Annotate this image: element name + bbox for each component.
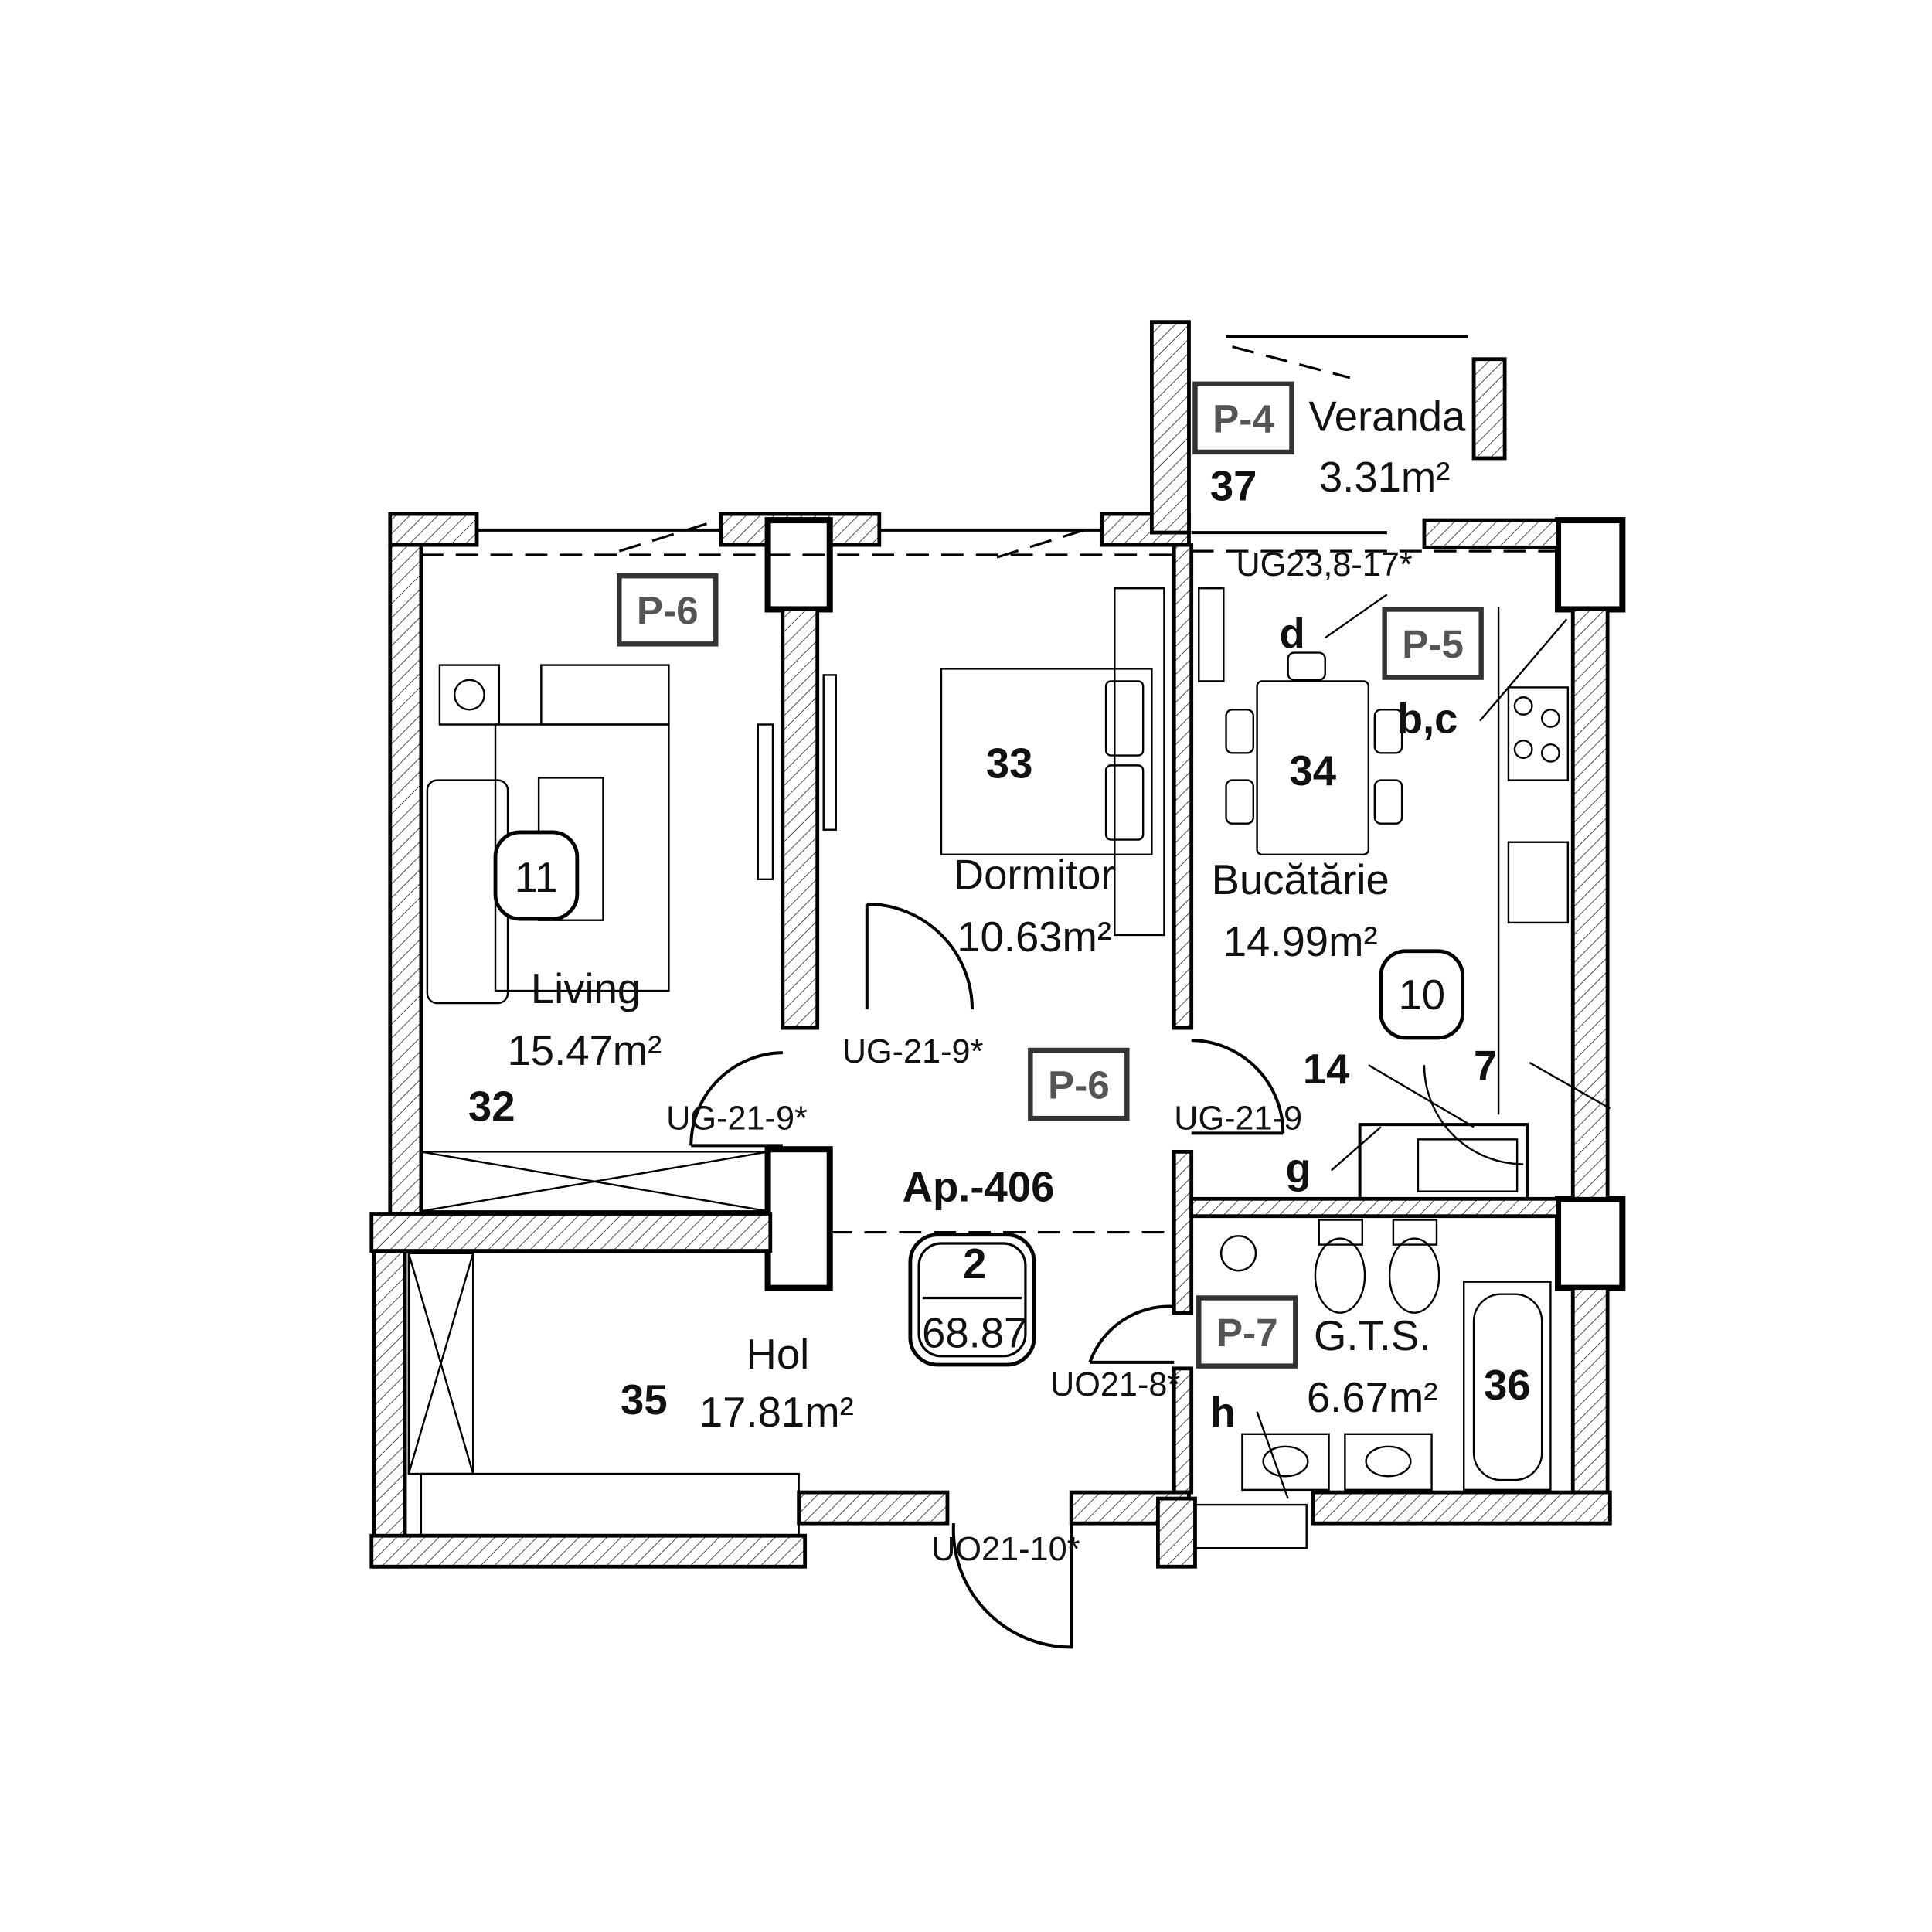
living-area: 15.47m²: [507, 1027, 662, 1074]
kitchen-tag: P-5: [1402, 622, 1464, 666]
dormitor-door-code: UG-21-9*: [842, 1033, 984, 1070]
entrance-door-code: UO21-10*: [931, 1531, 1080, 1568]
apartment-total-area: 68.87: [922, 1310, 1027, 1357]
hol-area: 17.81m²: [699, 1389, 854, 1436]
veranda-window-code: UG23,8-17*: [1236, 546, 1413, 583]
gts-number: 36: [1484, 1362, 1531, 1409]
door-codes: UG23,8-17* UG-21-9* UG-21-9* UG-21-9 UO2…: [666, 546, 1413, 1568]
marker-7: 7: [1474, 1042, 1497, 1089]
kitchen-door-code: UG-21-9: [1174, 1100, 1302, 1138]
marker-h: h: [1210, 1389, 1236, 1436]
kitchen-circle-tag: 10: [1398, 971, 1445, 1019]
gts-tag: P-7: [1216, 1311, 1278, 1355]
apartment-label: Ap.-406: [903, 1163, 1055, 1210]
veranda-tag: P-4: [1213, 396, 1274, 440]
veranda-number: 37: [1210, 462, 1257, 509]
bucatarie-name: Bucătărie: [1212, 856, 1389, 903]
living-number: 32: [468, 1083, 515, 1130]
living-circle-tag: 11: [515, 854, 559, 901]
gts-name: G.T.S.: [1314, 1312, 1430, 1359]
dormitor-name: Dormitor: [954, 852, 1115, 899]
bucatarie-number: 34: [1289, 747, 1336, 794]
marker-d: d: [1279, 610, 1304, 657]
dormitor-area: 10.63m²: [957, 913, 1111, 961]
apartment-rooms-count: 2: [963, 1240, 986, 1287]
tag-box: [617, 573, 719, 647]
marker-g: g: [1285, 1145, 1311, 1192]
hol-number: 35: [621, 1376, 668, 1423]
tag-box: [1028, 1047, 1130, 1121]
tag-box: [1382, 607, 1484, 680]
hol-name: Hol: [747, 1331, 810, 1378]
marker-bc: b,c: [1397, 696, 1458, 743]
doors: [689, 902, 1524, 1649]
bath-door-code: UO21-8*: [1050, 1366, 1180, 1403]
room-labels: Veranda 3.31m² 37 Living 15.47m² 32 Dorm…: [468, 393, 1531, 1436]
tag-box: [1196, 1295, 1298, 1369]
room-tags: P-4 P-6 P-5 P-6 P-7 11 10 2 68.87 Ap.-40…: [493, 381, 1484, 1369]
tag-box: [1192, 381, 1294, 455]
equipment-markers: d b,c g h 14 7: [1210, 594, 1611, 1499]
dormitor-number: 33: [986, 740, 1033, 787]
living-name: Living: [531, 965, 641, 1012]
hol-tag: P-6: [1048, 1063, 1110, 1107]
living-tag: P-6: [637, 589, 699, 633]
veranda-name: Veranda: [1308, 393, 1466, 440]
furniture: [407, 587, 1570, 1549]
gts-area: 6.67m²: [1307, 1374, 1438, 1421]
living-door-code: UG-21-9*: [666, 1100, 808, 1138]
walls: [369, 320, 1626, 1569]
bucatarie-area: 14.99m²: [1223, 918, 1378, 965]
veranda-area: 3.31m²: [1319, 454, 1451, 501]
marker-14: 14: [1303, 1046, 1350, 1093]
